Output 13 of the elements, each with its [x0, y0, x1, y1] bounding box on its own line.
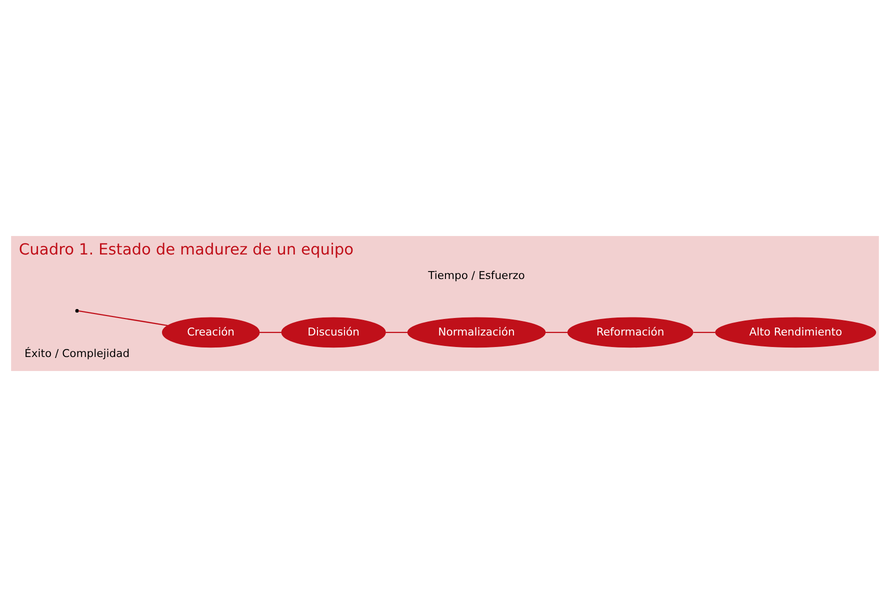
connector	[545, 331, 568, 332]
node-ellipse: Normalización	[407, 316, 546, 348]
label: Tiempo / Esfuerzo	[428, 268, 525, 282]
diagram-title: Cuadro 1. Estado de madurez de un equipo	[18, 240, 354, 258]
node-ellipse: Reformación	[567, 316, 694, 348]
connector	[78, 310, 168, 326]
connector	[386, 331, 408, 332]
connector	[693, 331, 716, 332]
connector	[260, 331, 282, 332]
label: Éxito / Complejidad	[24, 346, 130, 360]
node-ellipse: Discusión	[281, 316, 386, 348]
node-ellipse: Creación	[162, 316, 260, 348]
node-ellipse: Alto Rendimiento	[715, 316, 876, 348]
